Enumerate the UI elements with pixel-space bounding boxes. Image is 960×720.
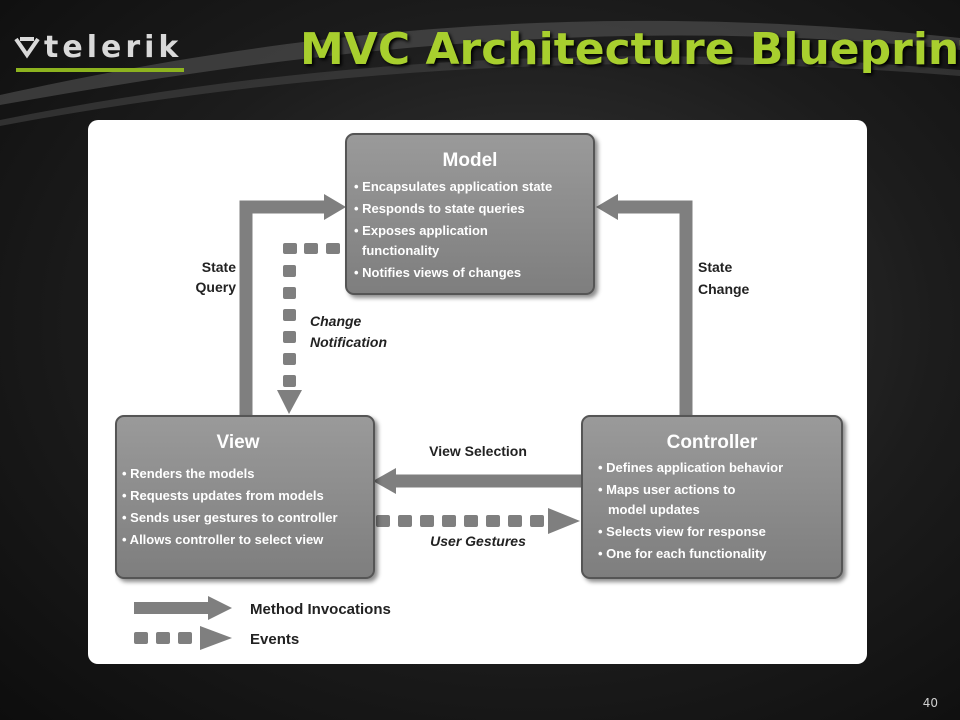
view-title: View bbox=[217, 432, 260, 453]
view-selection-label: View Selection bbox=[429, 443, 527, 459]
state-query-label: Query bbox=[196, 279, 237, 295]
model-title: Model bbox=[443, 150, 498, 171]
state-change-arrow bbox=[596, 194, 693, 417]
view-bullet: • Allows controller to select view bbox=[122, 532, 324, 547]
logo-underline bbox=[16, 68, 184, 72]
controller-title: Controller bbox=[667, 432, 758, 453]
state-change-label: Change bbox=[698, 281, 750, 297]
controller-bullet: • Defines application behavior bbox=[598, 460, 783, 475]
user-gestures-arrow bbox=[376, 508, 580, 534]
model-box: Model • Encapsulates application state •… bbox=[345, 133, 595, 295]
legend-method-label: Method Invocations bbox=[250, 601, 391, 618]
user-gestures-label: User Gestures bbox=[430, 533, 526, 549]
model-bullet: • Exposes application bbox=[354, 223, 488, 238]
slide-title: MVC Architecture Blueprint bbox=[300, 24, 960, 75]
logo-text: telerik bbox=[44, 30, 183, 65]
view-selection-arrow bbox=[373, 468, 582, 494]
model-bullet: • Encapsulates application state bbox=[354, 179, 552, 194]
controller-bullet: • One for each functionality bbox=[598, 546, 767, 561]
mvc-diagram: Model • Encapsulates application state •… bbox=[115, 133, 843, 650]
view-bullet: • Renders the models bbox=[122, 466, 254, 481]
view-bullet: • Sends user gestures to controller bbox=[122, 510, 338, 525]
telerik-mark-icon bbox=[14, 37, 40, 59]
state-query-label: State bbox=[202, 259, 236, 275]
state-query-arrow bbox=[239, 194, 346, 417]
state-change-label: State bbox=[698, 259, 732, 275]
legend-method-arrow bbox=[134, 596, 232, 620]
view-box: View • Renders the models • Requests upd… bbox=[115, 415, 375, 579]
controller-box: Controller • Defines application behavio… bbox=[581, 415, 843, 579]
diagram-panel: Model • Encapsulates application state •… bbox=[88, 120, 867, 664]
view-bullet: • Requests updates from models bbox=[122, 488, 324, 503]
model-bullet: functionality bbox=[362, 243, 440, 258]
change-notification-label: Notification bbox=[310, 334, 387, 350]
model-bullet: • Responds to state queries bbox=[354, 201, 525, 216]
change-notification-arrow bbox=[277, 243, 340, 414]
legend-events-arrow bbox=[134, 626, 232, 650]
legend-events-label: Events bbox=[250, 631, 299, 648]
legend: Method Invocations Events bbox=[134, 596, 391, 650]
change-notification-label: Change bbox=[310, 313, 362, 329]
controller-bullet: • Maps user actions to bbox=[598, 482, 736, 497]
telerik-logo: telerik bbox=[14, 30, 182, 65]
controller-bullet: model updates bbox=[608, 502, 700, 517]
model-bullet: • Notifies views of changes bbox=[354, 265, 521, 280]
header-swoosh bbox=[0, 20, 960, 126]
page-number: 40 bbox=[922, 696, 938, 710]
controller-bullet: • Selects view for response bbox=[598, 524, 766, 539]
